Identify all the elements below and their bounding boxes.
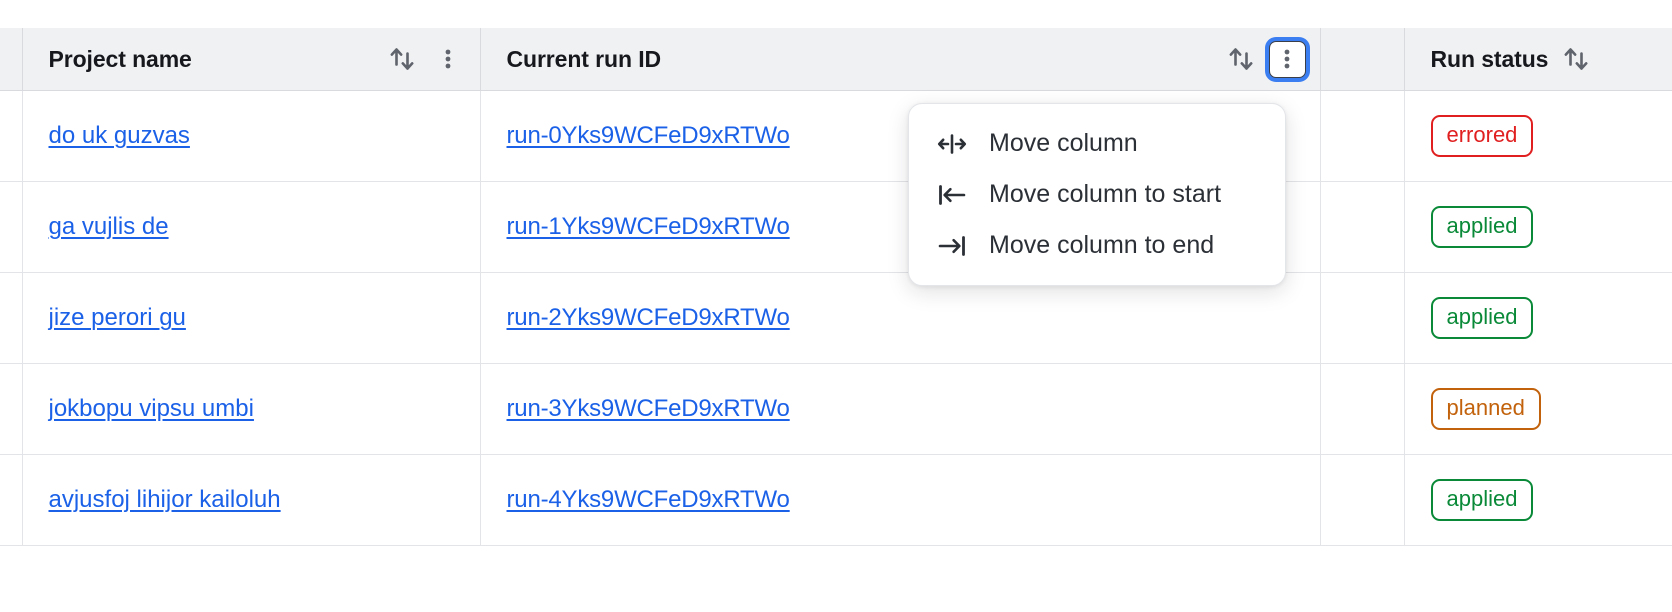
cell-current-run-id: run-3Yks9WCFeD9xRTWo — [480, 363, 1321, 455]
cell-run-status: applied — [1404, 181, 1672, 273]
menu-item-label: Move column to end — [989, 231, 1215, 259]
table-row: jize perori gu run-2Yks9WCFeD9xRTWo appl… — [0, 272, 1672, 364]
move-column-horizontal-icon — [937, 132, 967, 156]
table-row: do uk guzvas run-0Yks9WCFeD9xRTWo errore… — [0, 90, 1672, 182]
projects-table-container: Project name — [0, 28, 1672, 546]
cell-run-status: planned — [1404, 363, 1672, 455]
menu-item-move-column-to-end[interactable]: Move column to end — [909, 220, 1285, 271]
table-row: jokbopu vipsu umbi run-3Yks9WCFeD9xRTWo … — [0, 363, 1672, 455]
row-spacer-cell — [0, 363, 23, 455]
column-header-current-run-id[interactable]: Current run ID — [480, 28, 1321, 91]
cell-project-name: avjusfoj lihijor kailoluh — [22, 454, 481, 546]
table-header-row: Project name — [0, 28, 1672, 91]
row-spacer-cell-right — [1320, 90, 1405, 182]
status-badge: applied — [1430, 297, 1534, 339]
sort-arrows-icon-current-run-id[interactable] — [1223, 41, 1259, 77]
kebab-menu-icon-project-name[interactable] — [430, 41, 466, 77]
kebab-menu-icon-current-run-id[interactable] — [1268, 40, 1306, 78]
row-spacer-cell — [0, 181, 23, 273]
menu-item-move-column[interactable]: Move column — [909, 118, 1285, 169]
column-header-label-run-status: Run status — [1430, 45, 1549, 72]
project-name-link[interactable]: avjusfoj lihijor kailoluh — [48, 486, 281, 513]
status-badge: applied — [1430, 206, 1534, 248]
menu-item-label: Move column — [989, 129, 1138, 157]
cell-project-name: jize perori gu — [22, 272, 481, 364]
project-name-link[interactable]: do uk guzvas — [48, 122, 190, 149]
project-name-link[interactable]: ga vujlis de — [48, 213, 169, 240]
row-spacer-cell-right — [1320, 454, 1405, 546]
project-name-link[interactable]: jize perori gu — [48, 304, 186, 331]
menu-item-move-column-to-start[interactable]: Move column to start — [909, 169, 1285, 220]
row-spacer-cell — [0, 272, 23, 364]
cell-run-status: applied — [1404, 272, 1672, 364]
status-badge: applied — [1430, 479, 1534, 521]
column-header-run-status[interactable]: Run status — [1404, 28, 1672, 91]
cell-project-name: jokbopu vipsu umbi — [22, 363, 481, 455]
row-spacer-cell-right — [1320, 181, 1405, 273]
cell-run-status: errored — [1404, 90, 1672, 182]
column-header-label-current-run-id: Current run ID — [506, 45, 662, 72]
cell-current-run-id: run-2Yks9WCFeD9xRTWo — [480, 272, 1321, 364]
column-header-spacer-right — [1320, 28, 1405, 91]
arrow-to-line-left-icon — [937, 183, 967, 207]
run-id-link[interactable]: run-3Yks9WCFeD9xRTWo — [506, 395, 790, 422]
run-id-link[interactable]: run-4Yks9WCFeD9xRTWo — [506, 486, 790, 513]
row-spacer-cell — [0, 454, 23, 546]
row-spacer-cell — [0, 90, 23, 182]
sort-arrows-icon-run-status[interactable] — [1558, 41, 1594, 77]
cell-run-status: applied — [1404, 454, 1672, 546]
column-options-menu: Move column Move column to start Move co… — [908, 103, 1286, 286]
cell-project-name: do uk guzvas — [22, 90, 481, 182]
row-spacer-cell-right — [1320, 363, 1405, 455]
status-badge: planned — [1430, 388, 1541, 430]
sort-arrows-icon-project-name[interactable] — [384, 41, 420, 77]
table-row: avjusfoj lihijor kailoluh run-4Yks9WCFeD… — [0, 454, 1672, 546]
column-header-project-name[interactable]: Project name — [22, 28, 481, 91]
cell-current-run-id: run-4Yks9WCFeD9xRTWo — [480, 454, 1321, 546]
run-id-link[interactable]: run-0Yks9WCFeD9xRTWo — [506, 122, 790, 149]
table-row: ga vujlis de run-1Yks9WCFeD9xRTWo applie… — [0, 181, 1672, 273]
run-id-link[interactable]: run-1Yks9WCFeD9xRTWo — [506, 213, 790, 240]
run-id-link[interactable]: run-2Yks9WCFeD9xRTWo — [506, 304, 790, 331]
status-badge: errored — [1430, 115, 1534, 157]
table-header: Project name — [0, 28, 1672, 91]
cell-project-name: ga vujlis de — [22, 181, 481, 273]
row-spacer-cell-right — [1320, 272, 1405, 364]
column-header-spacer — [0, 28, 23, 91]
project-name-link[interactable]: jokbopu vipsu umbi — [48, 395, 254, 422]
arrow-to-line-right-icon — [937, 234, 967, 258]
projects-table: Project name — [0, 28, 1672, 546]
table-body: do uk guzvas run-0Yks9WCFeD9xRTWo errore… — [0, 90, 1672, 546]
column-header-label-project-name: Project name — [48, 45, 192, 72]
menu-item-label: Move column to start — [989, 180, 1222, 208]
